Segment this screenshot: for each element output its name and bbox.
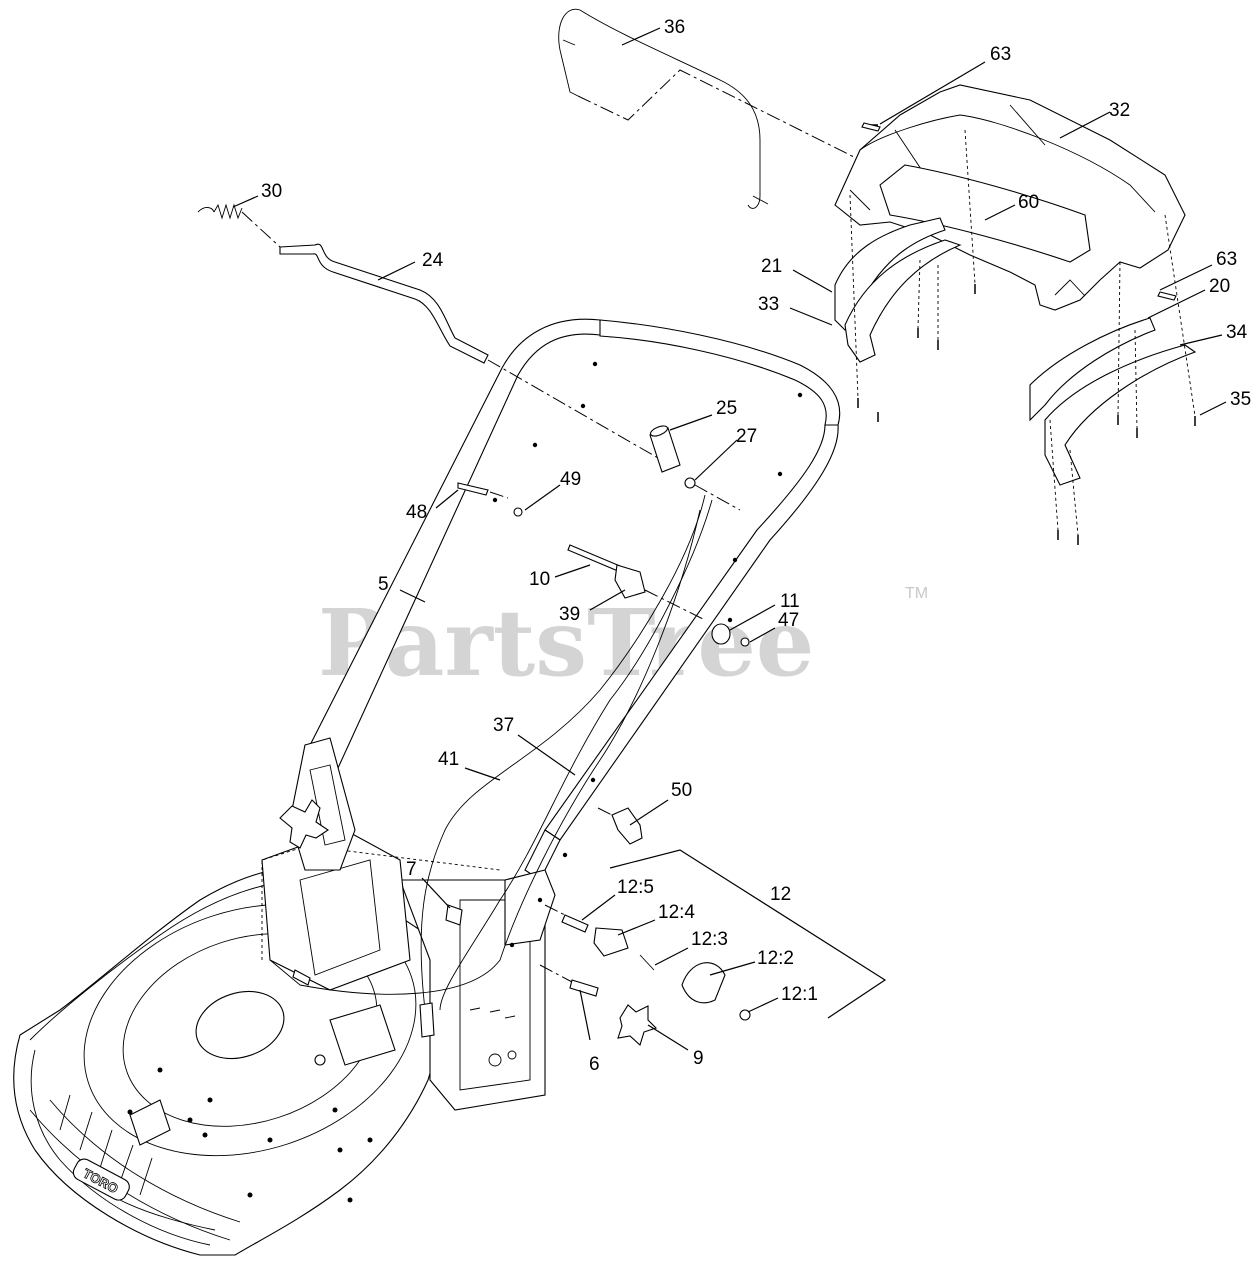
callout-21: 21: [761, 256, 782, 277]
leader-lines: [232, 27, 1227, 1051]
callout-12-2: 12:2: [757, 948, 794, 969]
callout-37: 37: [493, 715, 514, 736]
callout-12-4: 12:4: [658, 902, 695, 923]
callout-12: 12: [770, 884, 791, 905]
dash-6: [539, 964, 573, 983]
callout-12-5: 12:5: [617, 877, 654, 898]
callout-48: 48: [406, 502, 427, 523]
callout-24: 24: [422, 250, 444, 271]
part-11-spacer: [711, 623, 731, 645]
part-12-knob-assembly: [561, 914, 751, 1021]
dash-50: [597, 807, 613, 816]
callout-47: 47: [778, 610, 799, 631]
callout-30: 30: [261, 181, 282, 202]
callout-labels: 36 63 32 30 60 24 21 63 20 33 34 35 25 2…: [261, 17, 1251, 1075]
callout-7: 7: [406, 859, 417, 880]
callout-10: 10: [529, 569, 550, 590]
callout-6: 6: [589, 1054, 600, 1075]
dash-12: [544, 904, 566, 916]
callout-12-3: 12:3: [691, 929, 728, 950]
callout-39: 39: [559, 604, 580, 625]
part-36-bail: [558, 8, 769, 209]
callout-63-right: 63: [1216, 249, 1237, 270]
part-25-bushing: [649, 425, 681, 473]
callout-60: 60: [1018, 192, 1039, 213]
callout-35: 35: [1230, 389, 1251, 410]
part-10-bolt: [567, 544, 621, 572]
callout-33: 33: [758, 294, 779, 315]
part-48-pin: [457, 482, 489, 496]
part-24-rod: [279, 243, 489, 364]
part-9-knob: [617, 1004, 658, 1046]
part-30-spring: [197, 203, 243, 220]
part-47-nut: [740, 637, 750, 647]
handle-assembly: [279, 318, 841, 948]
control-console: [834, 84, 1197, 545]
callout-32: 32: [1109, 100, 1130, 121]
watermark-trademark: TM: [905, 585, 928, 602]
callout-49: 49: [560, 469, 581, 490]
dash-30: [241, 211, 281, 248]
part-27-washer: [684, 477, 696, 489]
callout-41: 41: [438, 749, 459, 770]
part-49-nut: [513, 507, 523, 517]
callout-5: 5: [378, 574, 389, 595]
callout-20: 20: [1209, 276, 1230, 297]
dash-39: [644, 589, 706, 621]
callout-50: 50: [671, 780, 692, 801]
part-39-block: [614, 564, 646, 599]
callout-9: 9: [693, 1048, 704, 1069]
cables: [269, 494, 713, 1038]
part-7-clamp: [445, 904, 463, 926]
callout-25: 25: [716, 398, 737, 419]
part-6-bolt: [569, 979, 599, 997]
part-50-spacer: [611, 807, 643, 845]
callout-11: 11: [780, 591, 800, 612]
callout-12-1: 12:1: [781, 984, 818, 1005]
callout-63-top: 63: [990, 44, 1011, 65]
callout-36: 36: [664, 17, 685, 38]
dash-48: [489, 491, 509, 499]
dash-24: [487, 359, 666, 463]
dash-27: [694, 484, 741, 511]
leader-36-dash: [577, 69, 861, 161]
callout-34: 34: [1226, 322, 1248, 343]
callout-27: 27: [736, 426, 757, 447]
mower-deck: TORO: [13, 829, 546, 1256]
